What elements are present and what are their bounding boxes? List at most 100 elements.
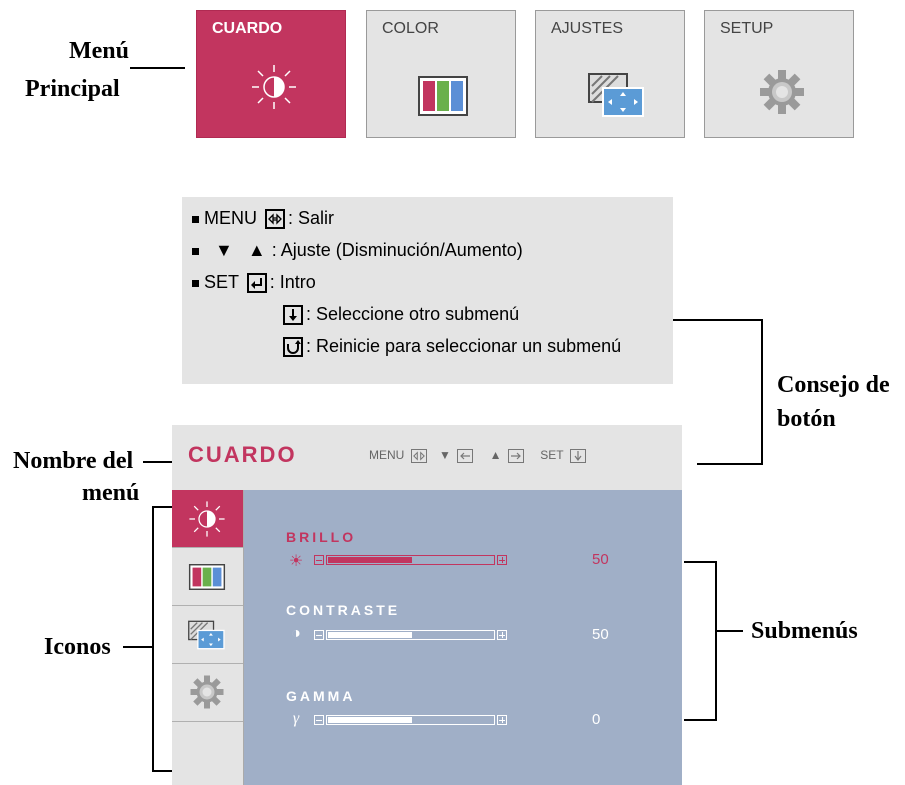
- side-item-setup[interactable]: [172, 664, 243, 722]
- down-key-icon: [283, 305, 303, 326]
- brightness-icon: [252, 65, 296, 109]
- slider-track[interactable]: [326, 715, 495, 725]
- slider-track[interactable]: [326, 630, 495, 640]
- callout-main-menu-line2: Principal: [25, 76, 120, 102]
- osd-header: CUARDO MENU ▼ ▲ SET: [172, 425, 682, 490]
- callout-main-menu: Menú: [61, 36, 129, 66]
- contrast-icon: ◑: [291, 625, 301, 642]
- callout-menu-name-line1: Nombre del: [13, 448, 134, 474]
- decrease-button[interactable]: [314, 630, 324, 640]
- osd-up-arrow-icon: ▲: [489, 448, 502, 462]
- increase-button[interactable]: [497, 715, 507, 725]
- osd-submenu-area: BRILLO ☀ 50 CONTRASTE ◑ 50 GAMMA γ 0: [244, 490, 682, 785]
- hint-set-text: : Intro: [269, 272, 316, 292]
- hint-set-key: SET: [204, 272, 239, 292]
- osd-key-menu: MENU: [369, 448, 405, 462]
- gear-icon: [190, 675, 224, 709]
- osd-menu-title: CUARDO: [188, 442, 297, 467]
- bullet: [192, 247, 199, 255]
- tab-label: COLOR: [382, 20, 439, 37]
- gamma-value: 0: [592, 711, 601, 728]
- slider-fill: [328, 717, 412, 723]
- contraste-value: 50: [592, 626, 609, 643]
- callout-icons: Iconos: [44, 634, 111, 660]
- slider-fill: [328, 632, 412, 638]
- tab-setup[interactable]: SETUP: [704, 10, 854, 138]
- gamma-slider[interactable]: [314, 715, 507, 727]
- bracket-sub-bottom: [684, 719, 717, 721]
- bracket-sub-top: [684, 561, 717, 563]
- bracket-icons-top: [152, 506, 172, 508]
- callout-submenus: Submenús: [751, 618, 858, 644]
- key-hint-panel: MENU : Salir ▼ ▲: Ajuste (Disminución/Au…: [182, 197, 673, 384]
- leader-main-menu: [130, 67, 185, 69]
- down-arrow-icon: ▼: [215, 240, 233, 260]
- adjust-screen-icon: [588, 73, 644, 117]
- callout-menu-name-line2: menú: [82, 480, 140, 506]
- right-key-icon: [507, 448, 524, 463]
- callout-button-tip-line1: Consejo de: [777, 372, 890, 398]
- exit-key-icon: [410, 448, 427, 463]
- submenu-label-brillo: BRILLO: [286, 529, 357, 545]
- leader-button-tip-bottom: [697, 463, 763, 465]
- adjust-screen-icon: [188, 620, 225, 650]
- hint-adjust-text: : Ajuste (Disminución/Aumento): [271, 240, 523, 260]
- leader-button-tip-top: [673, 319, 763, 321]
- hint-row-next: : Seleccione otro submenú: [280, 303, 520, 326]
- tab-color[interactable]: COLOR: [366, 10, 516, 138]
- gamma-icon: γ: [292, 710, 300, 727]
- osd-key-set: SET: [540, 448, 564, 462]
- color-bars-icon: [188, 564, 226, 590]
- left-key-icon: [457, 448, 474, 463]
- side-item-color[interactable]: [172, 548, 243, 606]
- osd-icon-sidebar: [172, 490, 244, 785]
- leader-button-tip-vert: [761, 319, 763, 465]
- hint-reset-text: : Reinicie para seleccionar un submenú: [306, 336, 622, 356]
- bullet: [192, 279, 199, 287]
- hint-row-reset: : Reinicie para seleccionar un submenú: [280, 335, 622, 358]
- hint-row-set: SET : Intro: [192, 271, 316, 294]
- brillo-value: 50: [592, 551, 609, 568]
- return-key-icon: [283, 337, 303, 358]
- enter-key-icon: [246, 273, 267, 294]
- submenu-label-contraste: CONTRASTE: [286, 602, 401, 618]
- hint-row-adjust: ▼ ▲: Ajuste (Disminución/Aumento): [192, 239, 523, 261]
- leader-icons: [123, 646, 153, 648]
- hint-next-text: : Seleccione otro submenú: [306, 304, 520, 324]
- bracket-icons-bottom: [152, 770, 172, 772]
- brillo-slider[interactable]: [314, 555, 507, 567]
- side-item-cuardo[interactable]: [172, 490, 243, 548]
- exit-key-icon: [265, 209, 286, 230]
- sun-icon: ☀: [288, 553, 304, 570]
- osd-down-arrow-icon: ▼: [439, 448, 451, 462]
- submenu-label-gamma: GAMMA: [286, 688, 356, 704]
- down-key-icon: [569, 448, 586, 463]
- gear-icon: [760, 70, 804, 114]
- bracket-sub-vert: [715, 561, 717, 721]
- decrease-button[interactable]: [314, 555, 324, 565]
- decrease-button[interactable]: [314, 715, 324, 725]
- brightness-icon: [189, 501, 225, 537]
- increase-button[interactable]: [497, 630, 507, 640]
- bracket-icons-vert: [152, 506, 154, 772]
- increase-button[interactable]: [497, 555, 507, 565]
- up-arrow-icon: ▲: [247, 240, 266, 260]
- hint-row-menu: MENU : Salir: [192, 207, 335, 230]
- slider-track[interactable]: [326, 555, 495, 565]
- tab-label: CUARDO: [212, 20, 283, 37]
- callout-button-tip-line2: botón: [777, 406, 836, 432]
- bullet: [192, 215, 199, 223]
- leader-menu-name: [143, 461, 172, 463]
- color-bars-icon: [418, 76, 468, 116]
- hint-menu-text: : Salir: [288, 208, 335, 228]
- tab-cuardo[interactable]: CUARDO: [196, 10, 346, 138]
- slider-fill: [328, 557, 412, 563]
- leader-submenus: [715, 630, 743, 632]
- tab-ajustes[interactable]: AJUSTES: [535, 10, 685, 138]
- osd-key-bar: MENU ▼ ▲ SET: [369, 448, 589, 463]
- tab-label: AJUSTES: [551, 20, 624, 37]
- side-item-ajustes[interactable]: [172, 606, 243, 664]
- contraste-slider[interactable]: [314, 630, 507, 642]
- tab-label: SETUP: [720, 20, 774, 37]
- hint-menu-key: MENU: [204, 208, 257, 228]
